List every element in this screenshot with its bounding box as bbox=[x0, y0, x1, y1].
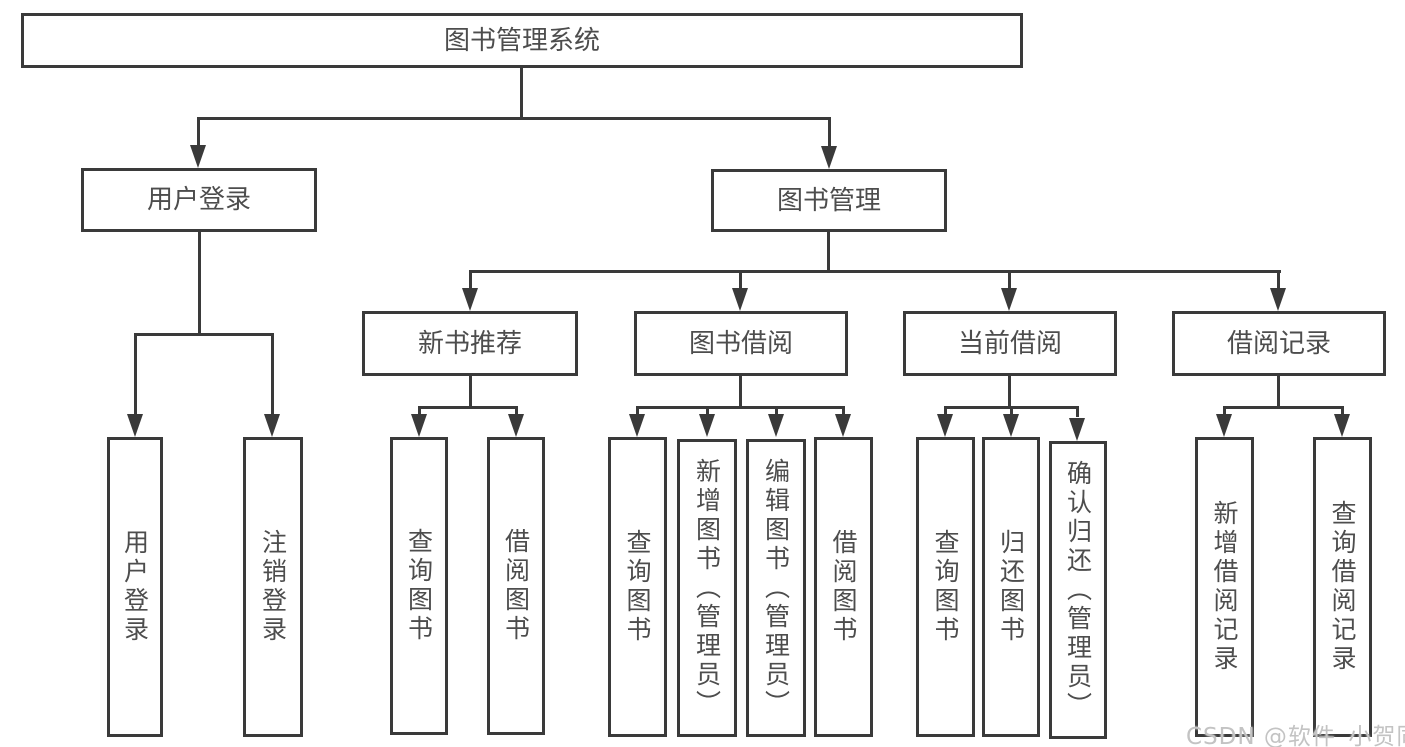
leaf-query-books-borrow: 查询图书 bbox=[608, 437, 667, 737]
arrowhead-down-icon bbox=[1270, 288, 1286, 311]
connector-line bbox=[775, 406, 778, 417]
csdn-watermark: CSDN @软件_小贺同学 bbox=[1186, 724, 1405, 747]
arrowhead-down-icon bbox=[411, 414, 427, 437]
leaf-query-books-recommend: 查询图书 bbox=[390, 437, 448, 735]
leaf-logout: 注销登录 bbox=[243, 437, 303, 737]
arrowhead-down-icon bbox=[462, 288, 478, 311]
arrowhead-down-icon bbox=[1069, 418, 1085, 441]
connector-line bbox=[197, 117, 831, 120]
connector-line bbox=[134, 333, 274, 336]
leaf-query-books-current: 查询图书 bbox=[916, 437, 975, 737]
connector-line bbox=[739, 270, 742, 292]
arrowhead-down-icon bbox=[732, 288, 748, 311]
connector-line bbox=[520, 68, 523, 120]
connector-line bbox=[636, 406, 845, 409]
connector-line bbox=[469, 270, 472, 292]
connector-line bbox=[739, 376, 742, 409]
node-new-book-recommend: 新书推荐 bbox=[362, 311, 578, 376]
connector-line bbox=[1010, 406, 1013, 417]
connector-line bbox=[828, 117, 831, 147]
connector-line bbox=[1223, 406, 1226, 417]
connector-line bbox=[706, 406, 709, 417]
arrowhead-down-icon bbox=[821, 146, 837, 169]
connector-line bbox=[469, 376, 472, 409]
leaf-add-book-admin: 新增图书（管理员） bbox=[677, 439, 737, 737]
connector-line bbox=[842, 406, 845, 417]
connector-line bbox=[134, 333, 137, 416]
node-book-management: 图书管理 bbox=[711, 169, 947, 232]
leaf-borrow-books-recommend: 借阅图书 bbox=[487, 437, 545, 735]
leaf-user-login: 用户登录 bbox=[107, 437, 163, 737]
connector-line bbox=[515, 406, 518, 417]
leaf-edit-book-admin: 编辑图书（管理员） bbox=[746, 439, 806, 737]
node-borrowing-records: 借阅记录 bbox=[1172, 311, 1386, 376]
arrowhead-down-icon bbox=[1334, 414, 1350, 437]
arrowhead-down-icon bbox=[1001, 288, 1017, 311]
connector-line bbox=[1076, 406, 1079, 417]
leaf-return-book: 归还图书 bbox=[982, 437, 1040, 737]
arrowhead-down-icon bbox=[937, 414, 953, 437]
node-book-borrowing: 图书借阅 bbox=[634, 311, 848, 376]
arrowhead-down-icon bbox=[699, 414, 715, 437]
arrowhead-down-icon bbox=[127, 414, 143, 437]
leaf-borrow-books-borrow: 借阅图书 bbox=[814, 437, 873, 737]
connector-line bbox=[418, 406, 421, 417]
arrowhead-down-icon bbox=[190, 145, 206, 168]
leaf-query-borrow-record: 查询借阅记录 bbox=[1313, 437, 1372, 737]
arrowhead-down-icon bbox=[835, 414, 851, 437]
connector-line bbox=[944, 406, 947, 417]
connector-line bbox=[197, 117, 200, 147]
connector-line bbox=[1008, 270, 1011, 292]
leaf-add-borrow-record: 新增借阅记录 bbox=[1195, 437, 1254, 737]
arrowhead-down-icon bbox=[629, 414, 645, 437]
connector-line bbox=[1341, 406, 1344, 417]
node-root: 图书管理系统 bbox=[21, 13, 1023, 68]
arrowhead-down-icon bbox=[768, 414, 784, 437]
connector-line bbox=[1277, 270, 1280, 292]
connector-line bbox=[827, 232, 830, 273]
arrowhead-down-icon bbox=[508, 414, 524, 437]
leaf-confirm-return-admin: 确认归还（管理员） bbox=[1049, 441, 1107, 739]
arrowhead-down-icon bbox=[264, 414, 280, 437]
connector-line bbox=[1223, 406, 1344, 409]
connector-line bbox=[1277, 376, 1280, 409]
connector-line bbox=[636, 406, 639, 417]
arrowhead-down-icon bbox=[1003, 414, 1019, 437]
connector-line bbox=[1008, 376, 1011, 409]
node-current-borrowing: 当前借阅 bbox=[903, 311, 1117, 376]
connector-line bbox=[271, 333, 274, 416]
node-user-login: 用户登录 bbox=[81, 168, 317, 232]
connector-line bbox=[418, 406, 518, 409]
arrowhead-down-icon bbox=[1216, 414, 1232, 437]
connector-line bbox=[469, 270, 1281, 273]
connector-line bbox=[198, 232, 201, 336]
